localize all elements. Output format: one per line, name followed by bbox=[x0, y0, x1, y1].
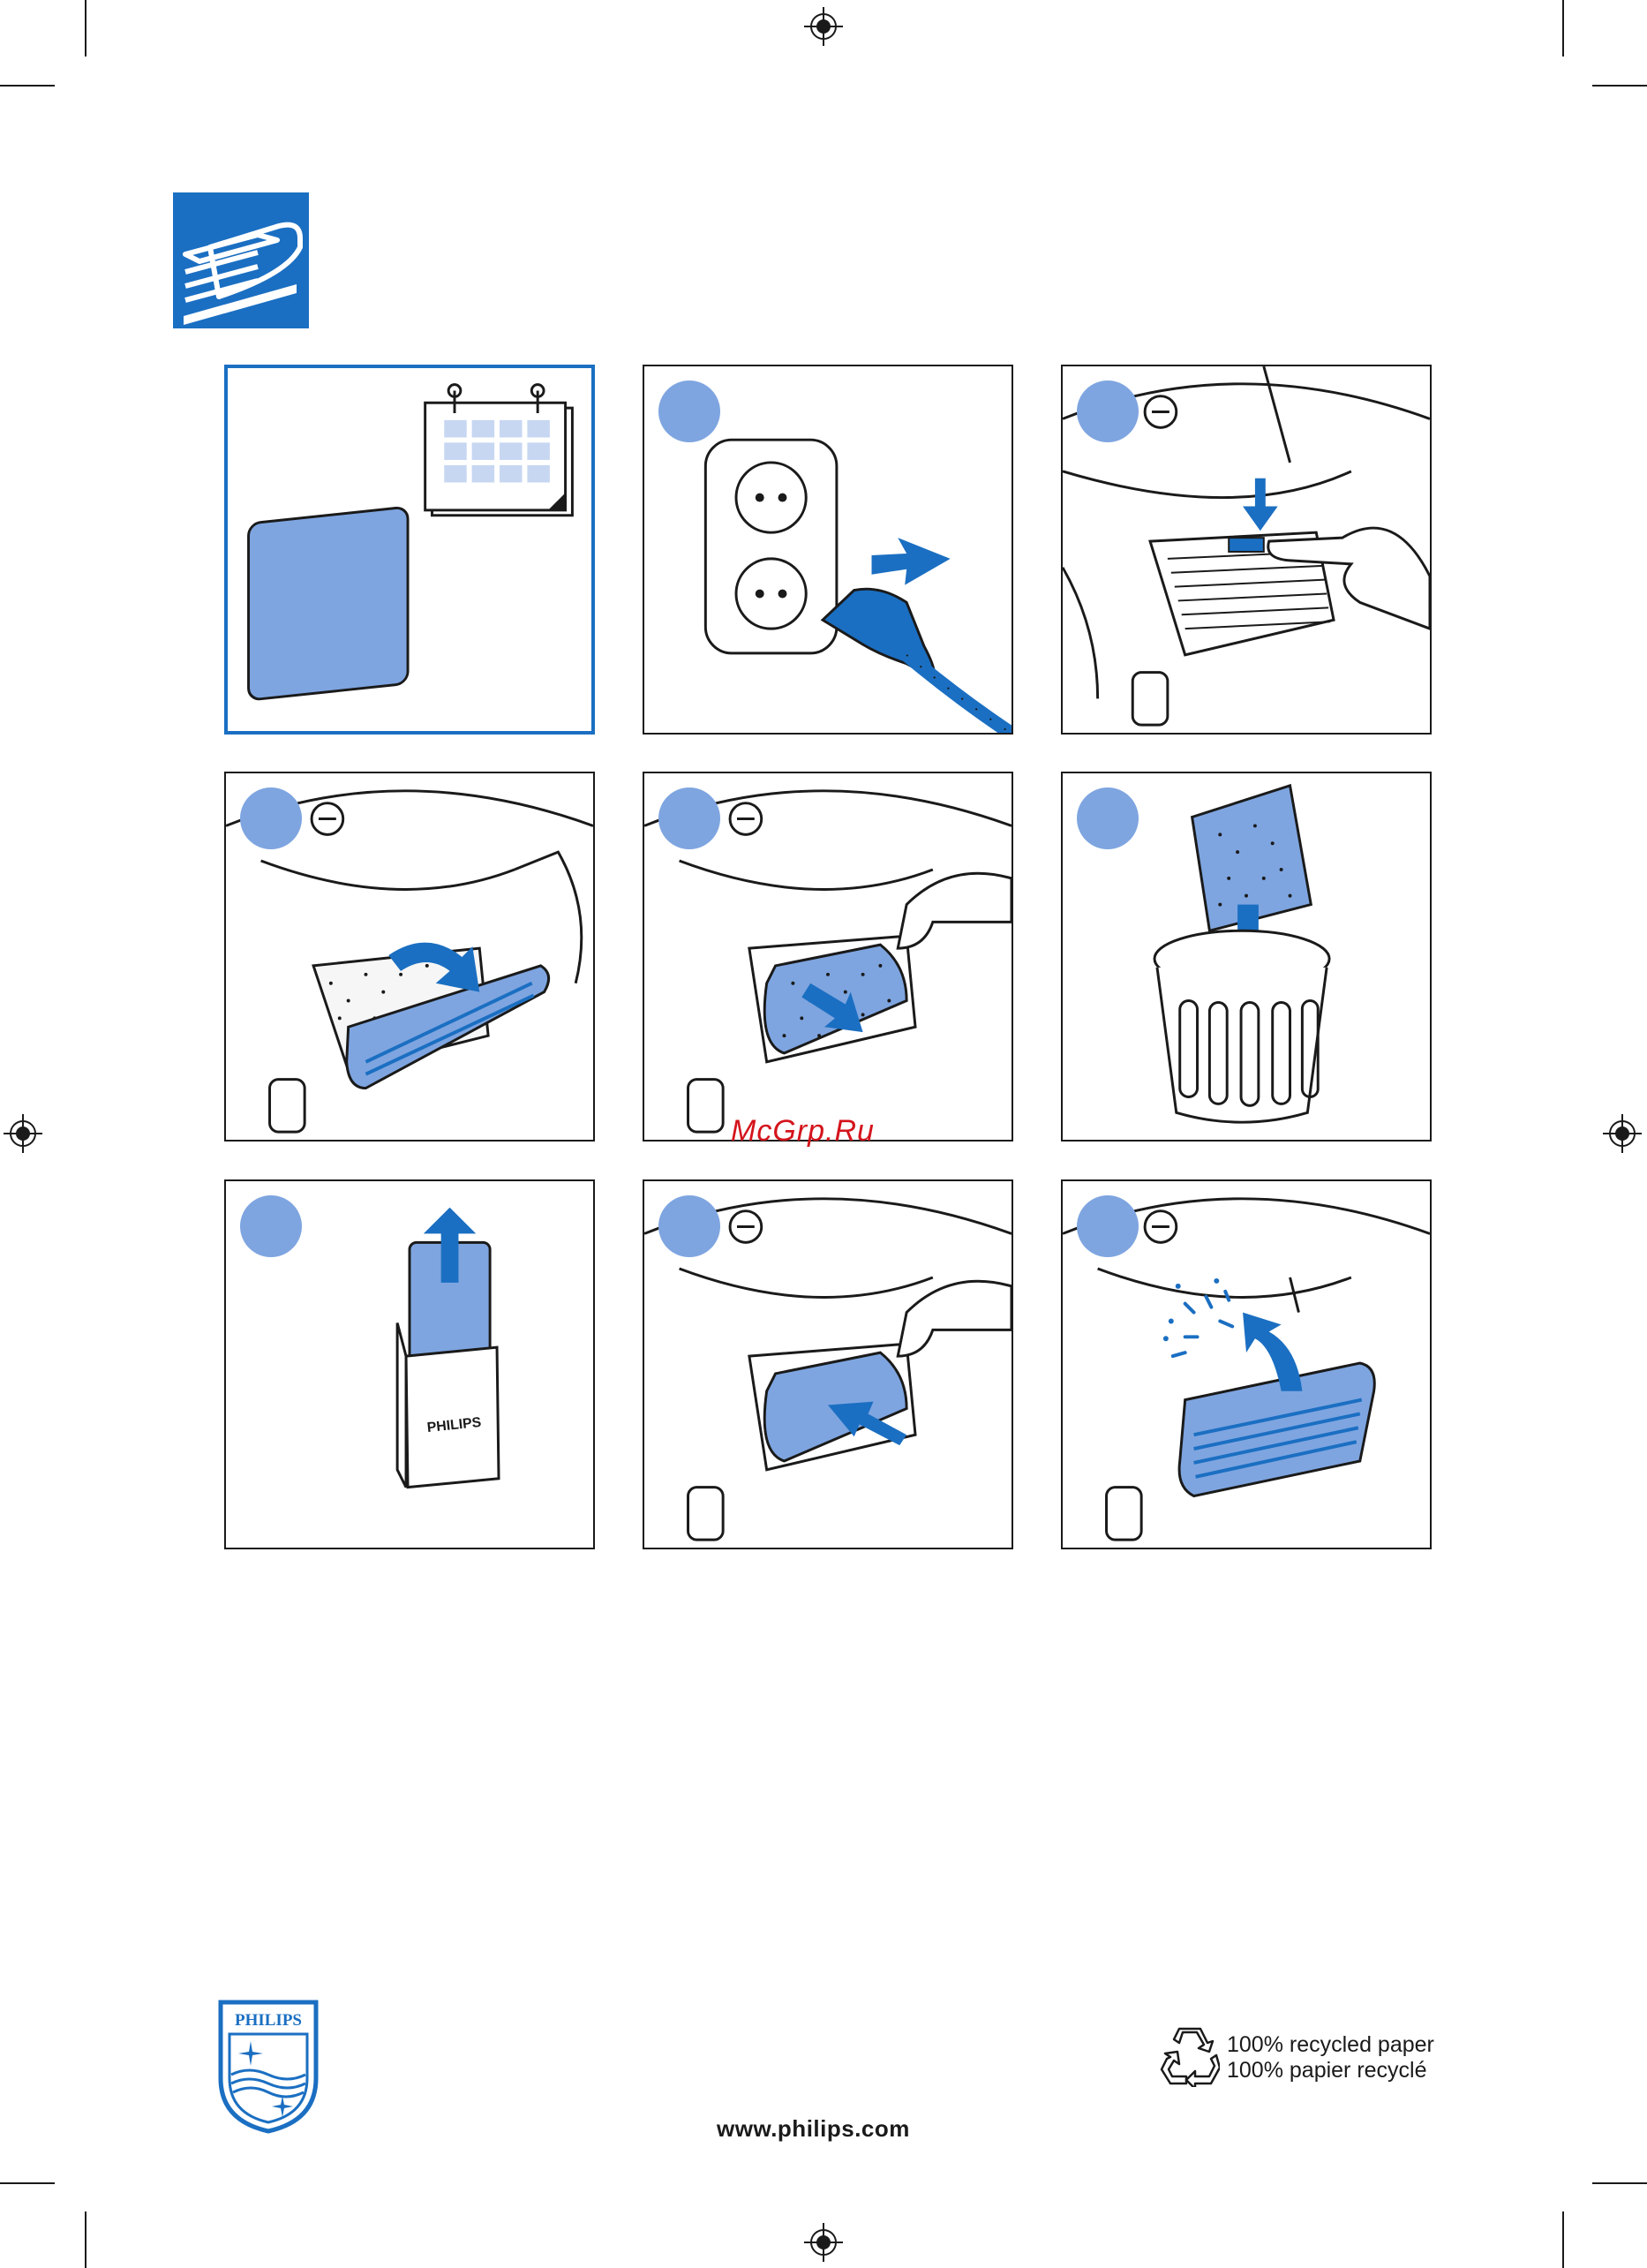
philips-logo: PHILIPS bbox=[215, 1997, 321, 2135]
registration-mark-icon bbox=[804, 2223, 843, 2262]
recycled-paper-fr: 100% papier recyclé bbox=[1227, 2058, 1434, 2083]
step-number-dot bbox=[1077, 787, 1139, 849]
step-6-panel: PHILIPS bbox=[224, 1179, 595, 1549]
step-2-panel bbox=[1061, 365, 1432, 735]
filter-section-icon bbox=[173, 192, 309, 328]
step-8-panel bbox=[1061, 1179, 1432, 1549]
step-3-panel bbox=[224, 772, 595, 1142]
crop-mark bbox=[85, 0, 86, 57]
registration-mark-icon bbox=[804, 7, 843, 46]
philips-logo-wordmark: PHILIPS bbox=[235, 2011, 302, 2030]
crop-mark bbox=[1592, 2182, 1647, 2184]
crop-mark bbox=[85, 2211, 86, 2268]
step-7-panel bbox=[643, 1179, 1013, 1549]
overview-panel bbox=[224, 365, 595, 735]
crop-mark bbox=[1562, 0, 1564, 57]
step-1-panel bbox=[643, 365, 1013, 735]
step-number-dot bbox=[658, 1195, 720, 1257]
crop-mark bbox=[0, 2182, 55, 2184]
watermark-text: McGrp.Ru bbox=[731, 1114, 875, 1149]
step-number-dot bbox=[240, 787, 302, 849]
filter-pad-icon bbox=[249, 507, 408, 700]
step-4-panel bbox=[643, 772, 1013, 1142]
recycled-paper-note: 100% recycled paper 100% papier recyclé bbox=[1227, 2032, 1434, 2083]
crop-mark bbox=[0, 85, 55, 87]
step-number-dot bbox=[658, 787, 720, 849]
step-number-dot bbox=[240, 1195, 302, 1257]
step-number-dot bbox=[658, 381, 720, 442]
calendar-icon bbox=[425, 385, 573, 516]
recycled-paper-en: 100% recycled paper bbox=[1227, 2032, 1434, 2058]
registration-mark-icon bbox=[4, 1114, 42, 1153]
step-number-dot bbox=[1077, 381, 1139, 442]
crop-mark bbox=[1592, 85, 1647, 87]
registration-mark-icon bbox=[1603, 1114, 1642, 1153]
crop-mark bbox=[1562, 2211, 1564, 2268]
step-number-dot bbox=[1077, 1195, 1139, 1257]
footer-url: www.philips.com bbox=[717, 2115, 910, 2143]
recycle-icon bbox=[1160, 2025, 1220, 2087]
step-5-panel bbox=[1061, 772, 1432, 1142]
